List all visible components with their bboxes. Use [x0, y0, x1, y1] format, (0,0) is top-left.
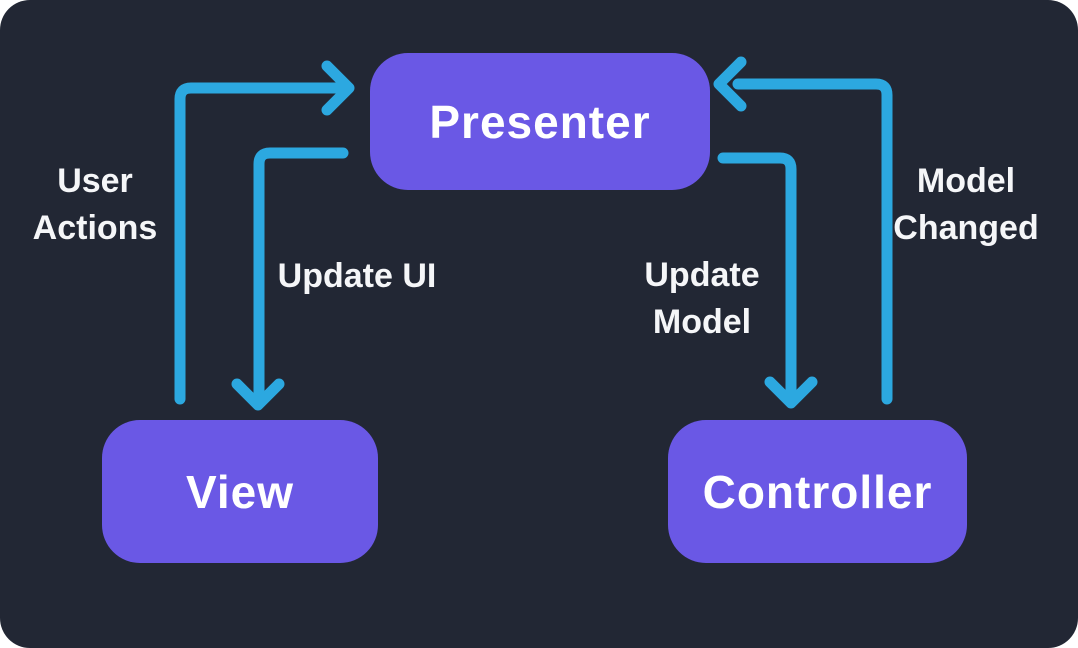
arrow-update-model	[717, 152, 797, 402]
node-view-label: View	[186, 465, 294, 518]
arrow-update-ui	[253, 147, 349, 404]
edge-label-update-ui-line1: Update UI	[277, 257, 437, 295]
edge-label-update-model: Update Model	[644, 252, 759, 346]
arrow-model-changed-head-icon	[713, 56, 747, 112]
edge-label-update-ui: Update UI	[278, 253, 437, 300]
node-view: View	[102, 420, 378, 563]
node-controller-label: Controller	[702, 465, 933, 518]
arrow-update-model-head-icon	[764, 376, 818, 409]
edge-label-update-model-line2: Model	[652, 303, 752, 341]
node-controller: Controller	[668, 420, 967, 563]
edge-label-update-model-line1: Update	[644, 256, 760, 294]
edge-label-user-actions-line1: User	[57, 162, 133, 200]
node-presenter-label: Presenter	[429, 95, 651, 148]
edge-label-user-actions-line2: Actions	[32, 209, 158, 247]
arrow-update-ui-head-icon	[231, 378, 285, 411]
edge-label-user-actions: User Actions	[33, 158, 158, 252]
edge-label-model-changed-line2: Changed	[893, 209, 1039, 247]
node-presenter: Presenter	[370, 53, 710, 190]
arrow-user-actions-head-icon	[321, 60, 355, 116]
arrow-model-changed	[732, 78, 893, 405]
arrow-user-actions	[174, 82, 345, 405]
edge-label-model-changed: Model Changed	[893, 158, 1038, 252]
edge-label-model-changed-line1: Model	[916, 162, 1016, 200]
